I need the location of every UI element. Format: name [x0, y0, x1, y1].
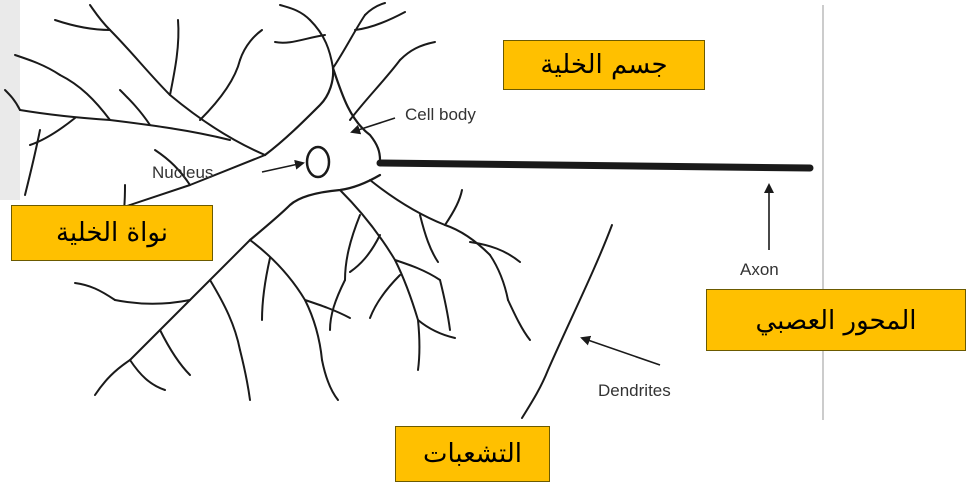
- dendrites-label: Dendrites: [598, 381, 671, 401]
- arabic-cell-body-label: جسم الخلية: [503, 40, 705, 90]
- pointer-arrows: [262, 118, 769, 365]
- arabic-axon-label: المحور العصبي: [706, 289, 966, 351]
- scan-edge-shade: [0, 0, 20, 200]
- arabic-nucleus-label: نواة الخلية: [11, 205, 213, 261]
- axon-label: Axon: [740, 260, 779, 280]
- cell-body-label: Cell body: [405, 105, 476, 125]
- dendrites-arrow: [582, 338, 660, 365]
- arabic-dendrites-label: التشعبات: [395, 426, 550, 482]
- nucleus-arrow: [262, 163, 303, 172]
- axon-shape: [380, 163, 810, 168]
- nucleus-label: Nucleus: [152, 163, 213, 183]
